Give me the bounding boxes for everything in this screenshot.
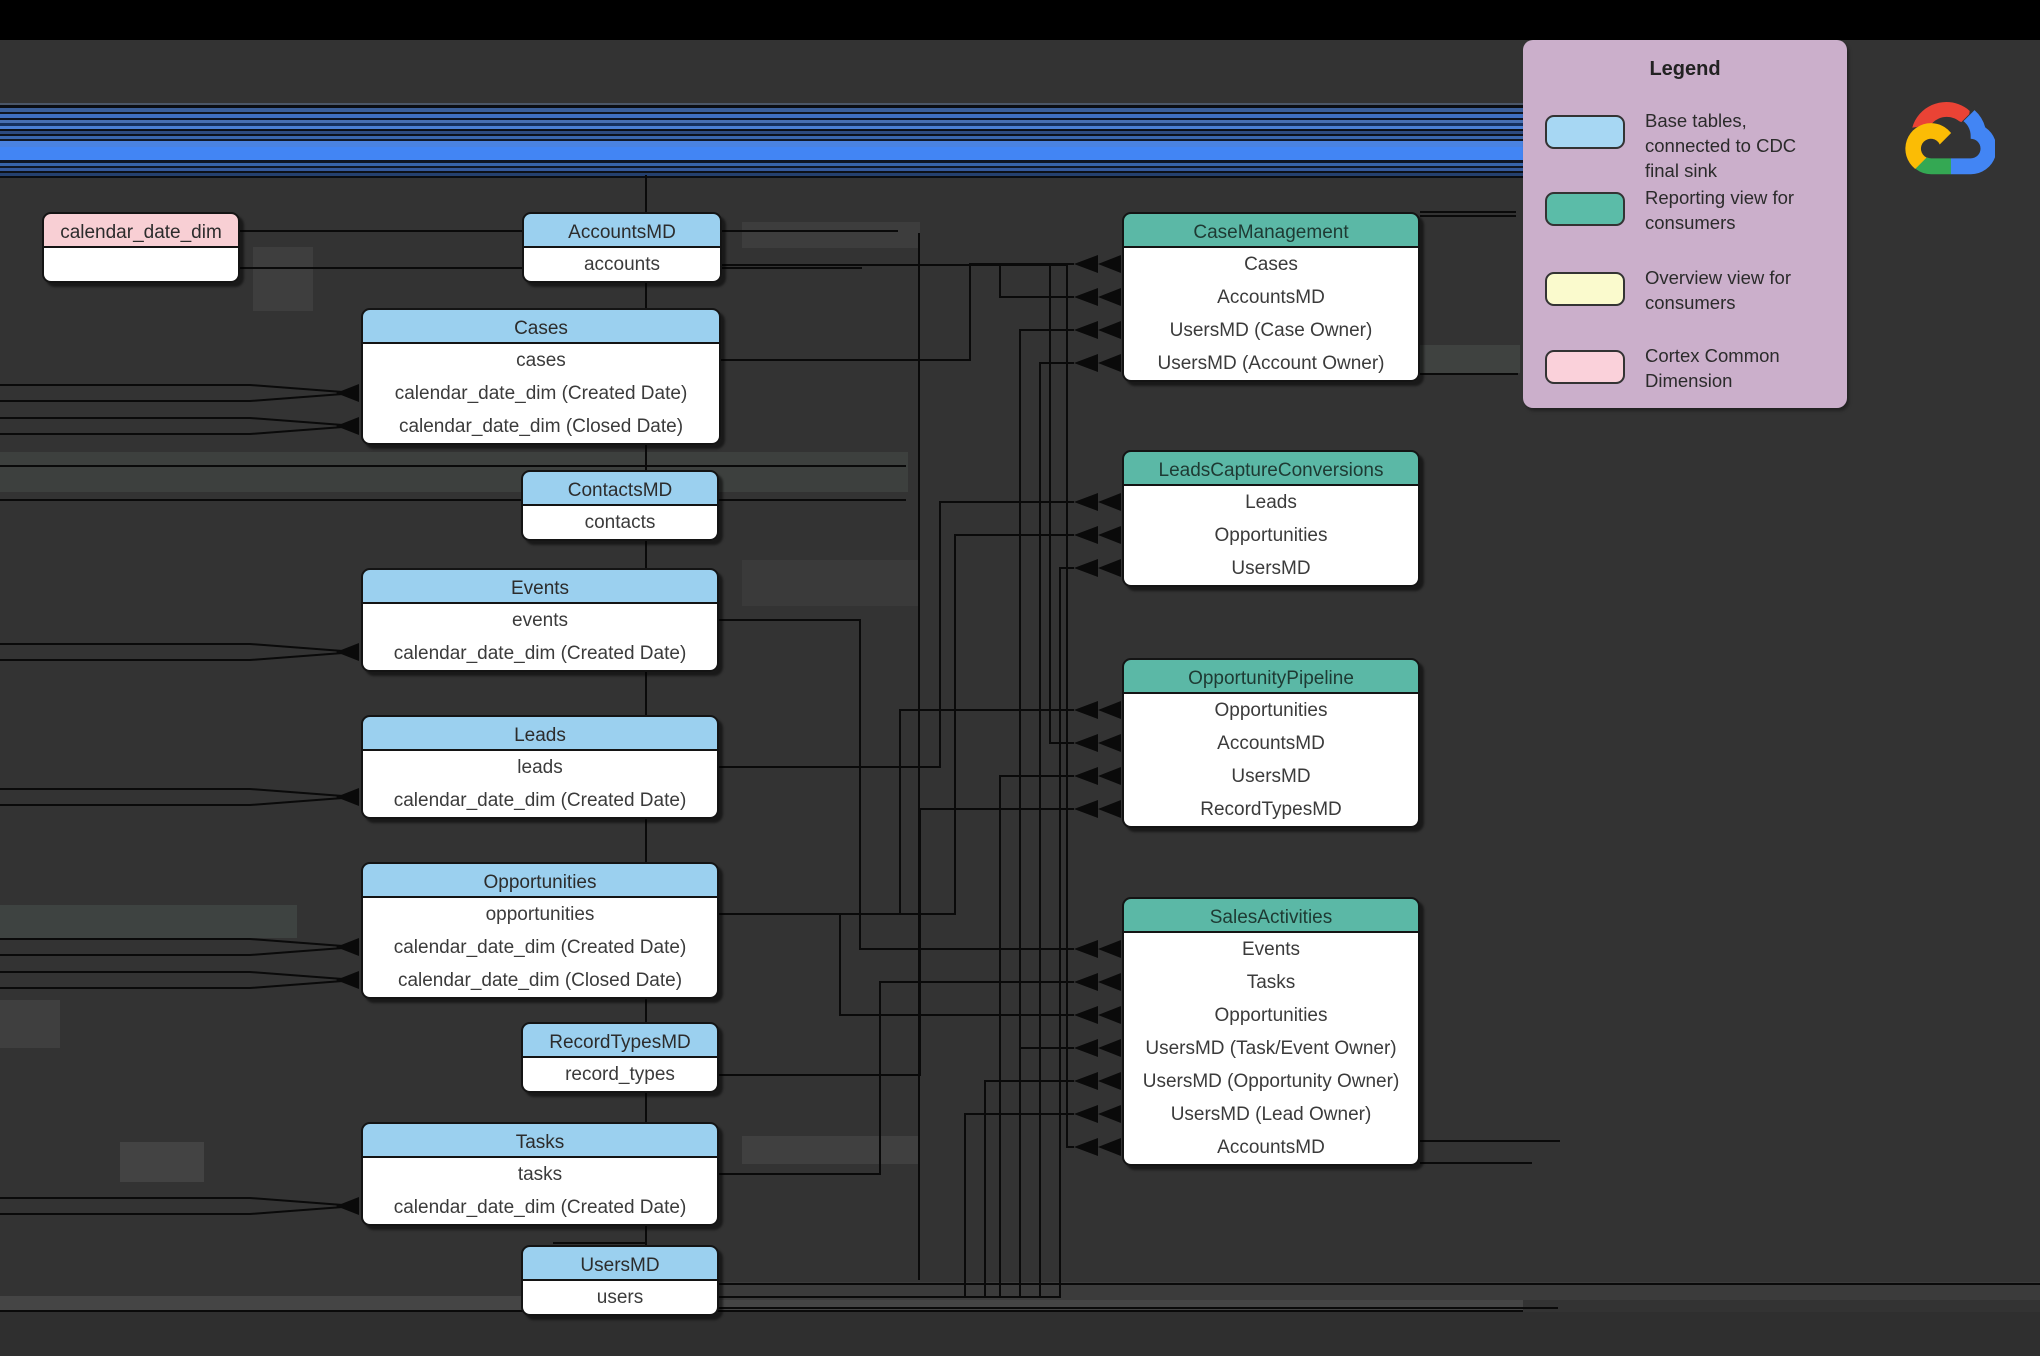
table-title: Tasks bbox=[361, 1122, 719, 1158]
table-row: leads bbox=[517, 757, 563, 778]
view-leadscaptureconversions: LeadsCaptureConversions Leads Opportunit… bbox=[1122, 450, 1420, 587]
table-title: Leads bbox=[361, 715, 719, 751]
table-row: calendar_date_dim (Created Date) bbox=[393, 937, 687, 958]
bottom-zone bbox=[0, 1312, 2040, 1356]
bg-artifact bbox=[0, 1000, 60, 1048]
legend-title: Legend bbox=[1649, 58, 1721, 80]
view-row: AccountsMD bbox=[1217, 1137, 1325, 1158]
table-row: events bbox=[512, 610, 568, 631]
view-row: UsersMD bbox=[1231, 558, 1311, 579]
view-title: SalesActivities bbox=[1122, 897, 1420, 933]
view-row: Tasks bbox=[1246, 972, 1296, 993]
legend-swatch-base-tables bbox=[1545, 115, 1625, 149]
table-events: Events events calendar_date_dim (Created… bbox=[361, 568, 719, 672]
google-cloud-logo-icon bbox=[1905, 102, 1995, 175]
legend-label: Base tables, connected to CDC final sink bbox=[1645, 110, 1797, 181]
table-row: tasks bbox=[517, 1164, 563, 1185]
view-title: CaseManagement bbox=[1122, 212, 1420, 248]
bg-artifact bbox=[742, 222, 920, 248]
table-row: calendar_date_dim (Closed Date) bbox=[397, 970, 683, 991]
bg-artifact bbox=[742, 1136, 920, 1164]
table-cases: Cases cases calendar_date_dim (Created D… bbox=[361, 308, 721, 445]
view-row: UsersMD (Task/Event Owner) bbox=[1145, 1038, 1397, 1059]
view-row: UsersMD bbox=[1231, 766, 1311, 787]
table-opportunities: Opportunities opportunities calendar_dat… bbox=[361, 862, 719, 999]
legend-swatch-cortex-dimension bbox=[1545, 350, 1625, 384]
table-accountsmd: AccountsMD accounts bbox=[522, 212, 722, 283]
table-title: ContactsMD bbox=[521, 470, 719, 506]
table-title: UsersMD bbox=[521, 1245, 719, 1281]
view-opportunitypipeline: OpportunityPipeline Opportunities Accoun… bbox=[1122, 658, 1420, 828]
view-casemanagement: CaseManagement Cases AccountsMD UsersMD … bbox=[1122, 212, 1420, 382]
view-title: LeadsCaptureConversions bbox=[1122, 450, 1420, 486]
view-row: Cases bbox=[1244, 254, 1298, 275]
legend: Legend Base tables, connected to CDC fin… bbox=[1523, 40, 1847, 408]
table-row: users bbox=[596, 1287, 644, 1308]
bg-artifact bbox=[742, 560, 920, 606]
view-row: AccountsMD bbox=[1217, 287, 1325, 308]
table-row: calendar_date_dim (Closed Date) bbox=[398, 416, 684, 437]
legend-label: Overview view for consumers bbox=[1645, 267, 1791, 313]
bg-artifact bbox=[253, 247, 313, 311]
legend-swatch-reporting-view bbox=[1545, 192, 1625, 226]
view-row: UsersMD (Account Owner) bbox=[1157, 353, 1385, 374]
table-title: RecordTypesMD bbox=[521, 1022, 719, 1058]
table-row: record_types bbox=[565, 1064, 675, 1085]
table-row: opportunities bbox=[485, 904, 595, 925]
table-title: Cases bbox=[361, 308, 721, 344]
table-row: calendar_date_dim (Created Date) bbox=[393, 790, 687, 811]
table-row: calendar_date_dim (Created Date) bbox=[394, 383, 688, 404]
bg-artifact bbox=[120, 1142, 204, 1182]
table-title: calendar_date_dim bbox=[42, 212, 240, 248]
bg-artifact bbox=[1420, 345, 1520, 373]
view-row: UsersMD (Opportunity Owner) bbox=[1142, 1071, 1400, 1092]
view-salesactivities: SalesActivities Events Tasks Opportuniti… bbox=[1122, 897, 1420, 1166]
bg-artifact bbox=[560, 1282, 2040, 1300]
view-row: Opportunities bbox=[1214, 700, 1328, 721]
view-row: AccountsMD bbox=[1217, 733, 1325, 754]
bg-artifact bbox=[0, 452, 908, 492]
legend-label: Cortex Common Dimension bbox=[1645, 345, 1780, 391]
legend-label: Reporting view for consumers bbox=[1645, 187, 1795, 233]
table-contactsmd: ContactsMD contacts bbox=[521, 470, 719, 541]
table-calendar-date-dim: calendar_date_dim bbox=[42, 212, 240, 283]
table-row: contacts bbox=[584, 512, 656, 533]
view-row: Opportunities bbox=[1214, 1005, 1328, 1026]
view-title: OpportunityPipeline bbox=[1122, 658, 1420, 694]
table-usersmd: UsersMD users bbox=[521, 1245, 719, 1316]
view-row: RecordTypesMD bbox=[1200, 799, 1342, 820]
bg-artifact bbox=[0, 905, 297, 938]
table-row: calendar_date_dim (Created Date) bbox=[393, 1197, 687, 1218]
table-row: calendar_date_dim (Created Date) bbox=[393, 643, 687, 664]
top-black-bar bbox=[0, 0, 2040, 40]
view-row: Opportunities bbox=[1214, 525, 1328, 546]
table-row: accounts bbox=[583, 254, 661, 275]
view-row: UsersMD (Lead Owner) bbox=[1170, 1104, 1372, 1125]
table-title: Opportunities bbox=[361, 862, 719, 898]
view-row: Leads bbox=[1245, 492, 1297, 513]
table-leads: Leads leads calendar_date_dim (Created D… bbox=[361, 715, 719, 819]
table-title: AccountsMD bbox=[522, 212, 722, 248]
table-title: Events bbox=[361, 568, 719, 604]
table-row bbox=[44, 248, 238, 281]
view-row: UsersMD (Case Owner) bbox=[1169, 320, 1373, 341]
legend-swatch-overview-view bbox=[1545, 272, 1625, 306]
table-recordtypesmd: RecordTypesMD record_types bbox=[521, 1022, 719, 1093]
obscured-title-band bbox=[0, 103, 1523, 178]
view-row: Events bbox=[1241, 939, 1301, 960]
table-row: cases bbox=[516, 350, 566, 371]
table-tasks: Tasks tasks calendar_date_dim (Created D… bbox=[361, 1122, 719, 1226]
